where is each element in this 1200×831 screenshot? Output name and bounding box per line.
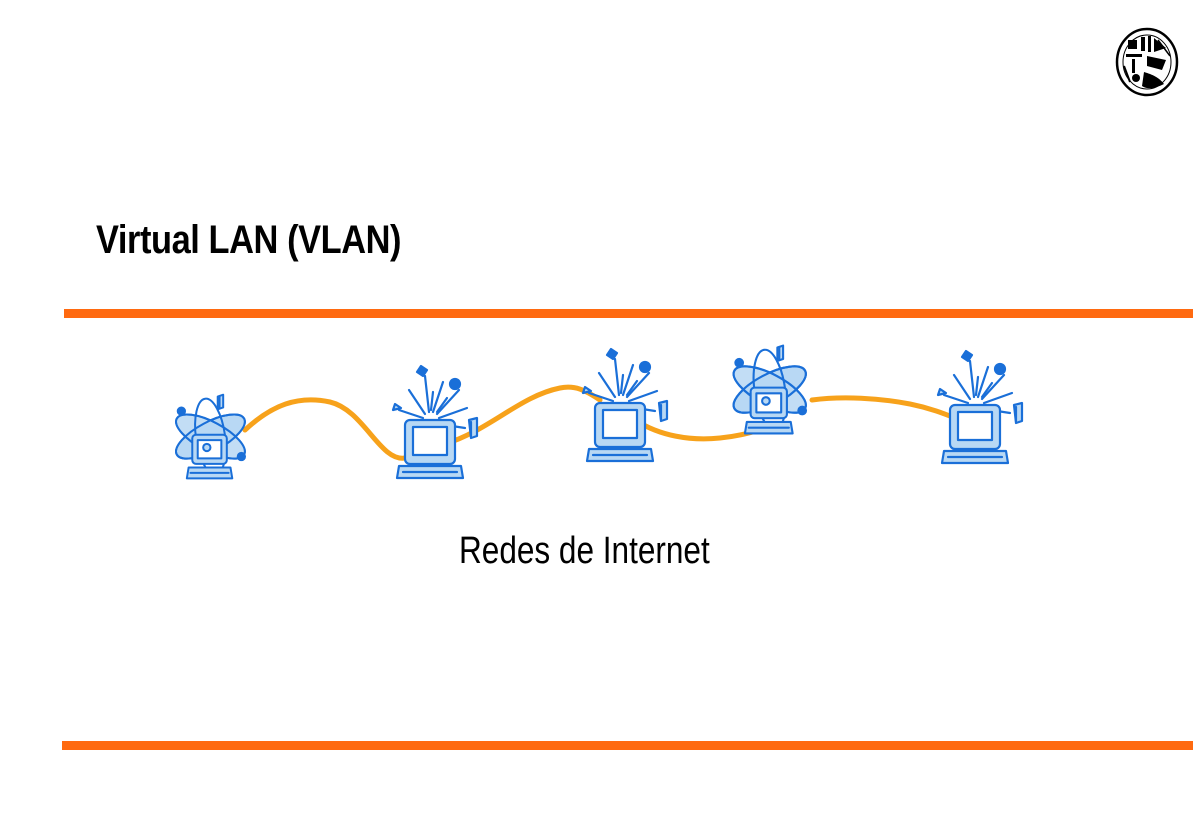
slide-title: Virtual LAN (VLAN) [96, 218, 402, 262]
network-link-1 [242, 397, 408, 461]
network-link-2 [442, 384, 603, 447]
atom-computer-icon [168, 393, 252, 480]
diagram-caption: Redes de Internet [459, 530, 710, 572]
university-seal-icon [1115, 27, 1179, 97]
atom-computer-icon [726, 344, 814, 435]
burst-computer-icon [581, 347, 669, 463]
burst-computer-icon [391, 364, 479, 480]
burst-computer-icon [936, 349, 1024, 465]
network-link-4 [809, 395, 958, 421]
bottom-divider [62, 741, 1193, 750]
top-divider [64, 309, 1193, 318]
